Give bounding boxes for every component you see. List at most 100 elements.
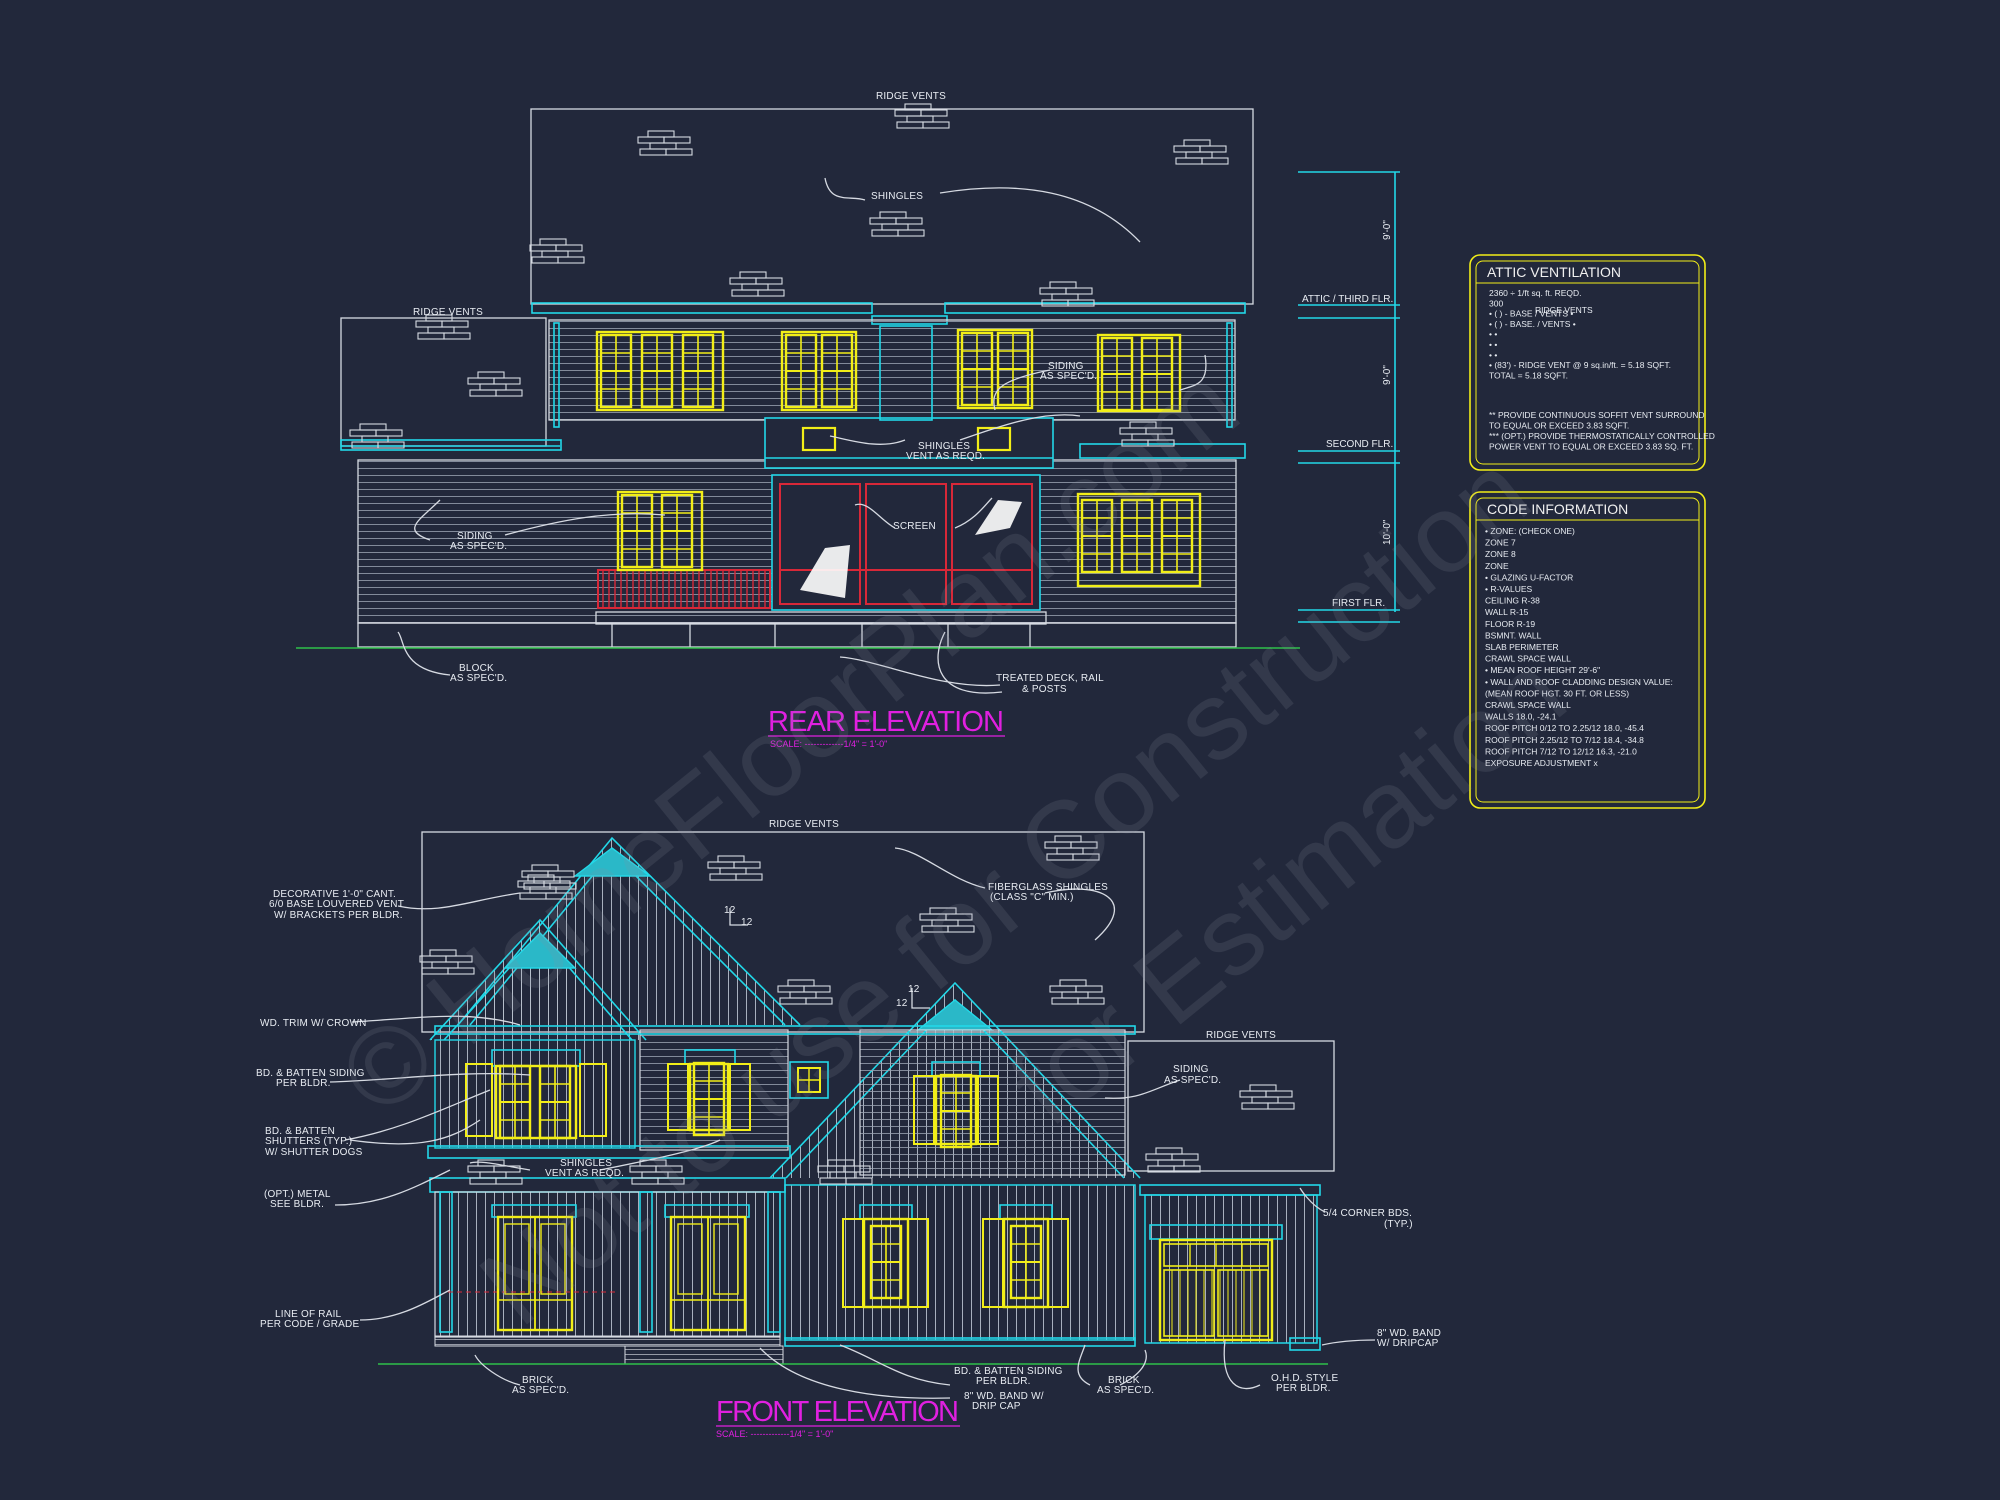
front-label-shingles-vent-2: VENT AS REQD.	[545, 1168, 624, 1179]
front-label-corner-2: (TYP.)	[1384, 1219, 1413, 1230]
code-information-line: SLAB PERIMETER	[1485, 642, 1559, 652]
front-label-fiberglass-2: (CLASS "C" MIN.)	[990, 892, 1074, 903]
attic-ventilation-note-line: POWER VENT TO EQUAL OR EXCEED 3.83 SQ. F…	[1489, 442, 1693, 452]
front-label-bb-siding-2: PER BLDR.	[276, 1078, 331, 1089]
code-information-box	[1469, 491, 1706, 809]
rear-label-shingles: SHINGLES	[871, 191, 923, 202]
front-label-shutters-1: BD. & BATTEN	[265, 1126, 335, 1137]
code-information-line: BSMNT. WALL	[1485, 630, 1542, 640]
front-label-shutters-3: W/ SHUTTER DOGS	[265, 1147, 363, 1158]
front-upper-windows	[465, 1049, 999, 1149]
code-information-line: ROOF PITCH 0/12 TO 2.25/12 18.0, -45.4	[1485, 723, 1644, 733]
rear-upper-windows	[595, 328, 1182, 413]
front-label-ohd-2: PER BLDR.	[1276, 1383, 1331, 1394]
front-label-ohd-1: O.H.D. STYLE	[1271, 1373, 1339, 1384]
front-pitch-d: 12	[896, 998, 908, 1009]
front-label-rail-1: LINE OF RAIL	[275, 1309, 342, 1320]
code-information-line: (MEAN ROOF HGT. 30 FT. OR LESS)	[1485, 688, 1629, 698]
attic-ventilation-title: ATTIC VENTILATION	[1487, 264, 1621, 280]
front-pitch-b: 12	[741, 917, 753, 928]
front-label-brick-left-2: AS SPEC'D.	[512, 1385, 569, 1396]
rear-label-shingles-vent-1: SHINGLES	[918, 441, 970, 452]
front-label-shingles-vent-1: SHINGLES	[560, 1158, 612, 1169]
attic-ventilation-line: • ( ) - BASE. / VENTS •	[1489, 319, 1576, 329]
code-information-line: ROOF PITCH 7/12 TO 12/12 16.3, -21.0	[1485, 746, 1637, 756]
code-information-line: ROOF PITCH 2.25/12 TO 7/12 18.4, -34.8	[1485, 735, 1644, 745]
front-label-shutters-2: SHUTTERS (TYP.)	[265, 1136, 352, 1147]
front-label-brick-right-2: AS SPEC'D.	[1097, 1385, 1154, 1396]
code-information-line: • R-VALUES	[1485, 584, 1533, 594]
code-information-line: ZONE 7	[1485, 538, 1516, 548]
front-label-deco-1: DECORATIVE 1'-0" CANT.	[273, 889, 396, 900]
code-information-line: • GLAZING U-FACTOR	[1485, 572, 1573, 582]
code-information-line: EXPOSURE ADJUSTMENT x	[1485, 758, 1598, 768]
code-information-line: CRAWL SPACE WALL	[1485, 654, 1571, 664]
attic-ventilation-line: • •	[1489, 340, 1497, 350]
front-garage-door	[1158, 1238, 1274, 1342]
front-label-brick-right-1: BRICK	[1108, 1375, 1140, 1386]
rear-elevation-title: REAR ELEVATION	[768, 706, 1005, 738]
front-label-bb-siding-1: BD. & BATTEN SIDING	[256, 1068, 365, 1079]
front-label-deco-2: 6/0 BASE LOUVERED VENT	[269, 899, 404, 910]
front-label-ridge-vents-right: RIDGE VENTS	[1206, 1030, 1276, 1041]
attic-ventilation-line: 300	[1489, 298, 1503, 308]
front-elevation	[329, 831, 1376, 1399]
front-label-band-bottom-2: DRIP CAP	[972, 1401, 1021, 1412]
level-dim-top: 9'-0"	[1382, 220, 1393, 240]
attic-ventilation-lines: 2360 ÷ 1/ft sq. ft. REQD.300• ( ) - BASE…	[1489, 288, 1715, 452]
front-label-metal-2: SEE BLDR.	[270, 1199, 324, 1210]
attic-ventilation-line: • •	[1489, 329, 1497, 339]
rear-label-siding-right-1: SIDING	[1048, 361, 1084, 372]
rear-label-ridge-vents-left: RIDGE VENTS	[413, 307, 483, 318]
front-label-fiberglass-1: FIBERGLASS SHINGLES	[988, 882, 1108, 893]
front-label-ridge-vents-top: RIDGE VENTS	[769, 819, 839, 830]
attic-ridge-vents-label: RIDGE VENTS	[1535, 305, 1593, 315]
front-label-metal-1: (OPT.) METAL	[264, 1189, 331, 1200]
rear-label-siding-left-2: AS SPEC'D.	[450, 541, 507, 552]
attic-ventilation-note-line: TO EQUAL OR EXCEED 3.83 SQFT.	[1489, 421, 1629, 431]
code-information-line: WALLS 18.0, -24.1	[1485, 712, 1557, 722]
code-information-line: CRAWL SPACE WALL	[1485, 700, 1571, 710]
front-label-brick-left-1: BRICK	[522, 1375, 554, 1386]
code-information-line: • WALL AND ROOF CLADDING DESIGN VALUE:	[1485, 677, 1673, 687]
code-information-line: ZONE 8	[1485, 549, 1516, 559]
rear-elevation-scale: SCALE: -------------1/4" = 1'-0"	[770, 739, 887, 749]
code-information-line: CEILING R-38	[1485, 596, 1540, 606]
rear-label-ridge-vents-top: RIDGE VENTS	[876, 91, 946, 102]
front-pitch-a: 12	[724, 905, 736, 916]
front-right-wall	[784, 1184, 1136, 1341]
code-information-lines: • ZONE: (CHECK ONE) ZONE 7 ZONE 8 ZONE• …	[1485, 526, 1673, 768]
rear-deck-rail	[597, 569, 771, 609]
front-label-band-bottom-1: 8" WD. BAND W/	[964, 1391, 1044, 1402]
rear-label-deck-2: & POSTS	[1022, 684, 1067, 695]
front-left-gable	[429, 918, 647, 1041]
attic-ventilation-box	[1469, 254, 1706, 471]
code-information-line: • ZONE: (CHECK ONE)	[1485, 526, 1575, 536]
level-second-floor: SECOND FLR.	[1326, 439, 1393, 450]
rear-elevation	[296, 103, 1400, 694]
rear-level-markers	[1298, 171, 1400, 623]
rear-label-deck-1: TREATED DECK, RAIL	[996, 673, 1104, 684]
front-elevation-title: FRONT ELEVATION	[716, 1396, 960, 1428]
front-lower-windows	[491, 1204, 1069, 1332]
front-label-band-right-2: W/ DRIPCAP	[1377, 1338, 1439, 1349]
front-label-bb-bottom-2: PER BLDR.	[976, 1376, 1031, 1387]
front-label-deco-3: W/ BRACKETS PER BLDR.	[274, 910, 403, 921]
front-label-rail-2: PER CODE / GRADE	[260, 1319, 359, 1330]
rear-label-block-1: BLOCK	[459, 663, 494, 674]
code-information-title: CODE INFORMATION	[1487, 501, 1628, 517]
front-label-trim: WD. TRIM W/ CROWN	[260, 1018, 367, 1029]
front-label-siding-2: AS SPEC'D.	[1164, 1075, 1221, 1086]
attic-ventilation-line: • ( ) - BASE / VENTS •	[1489, 309, 1573, 319]
level-first-floor: FIRST FLR.	[1332, 598, 1385, 609]
attic-ventilation-line: • •	[1489, 350, 1497, 360]
rear-label-block-2: AS SPEC'D.	[450, 673, 507, 684]
front-pitch-c: 12	[908, 984, 920, 995]
rear-lower-windows	[616, 490, 1202, 588]
attic-ventilation-line: 2360 ÷ 1/ft sq. ft. REQD.	[1489, 288, 1582, 298]
code-information-line: • MEAN ROOF HEIGHT 29'-6"	[1485, 665, 1600, 675]
rear-label-screen: SCREEN	[893, 521, 936, 532]
code-information-line: ZONE	[1485, 561, 1509, 571]
front-right-roof	[1127, 1040, 1335, 1172]
